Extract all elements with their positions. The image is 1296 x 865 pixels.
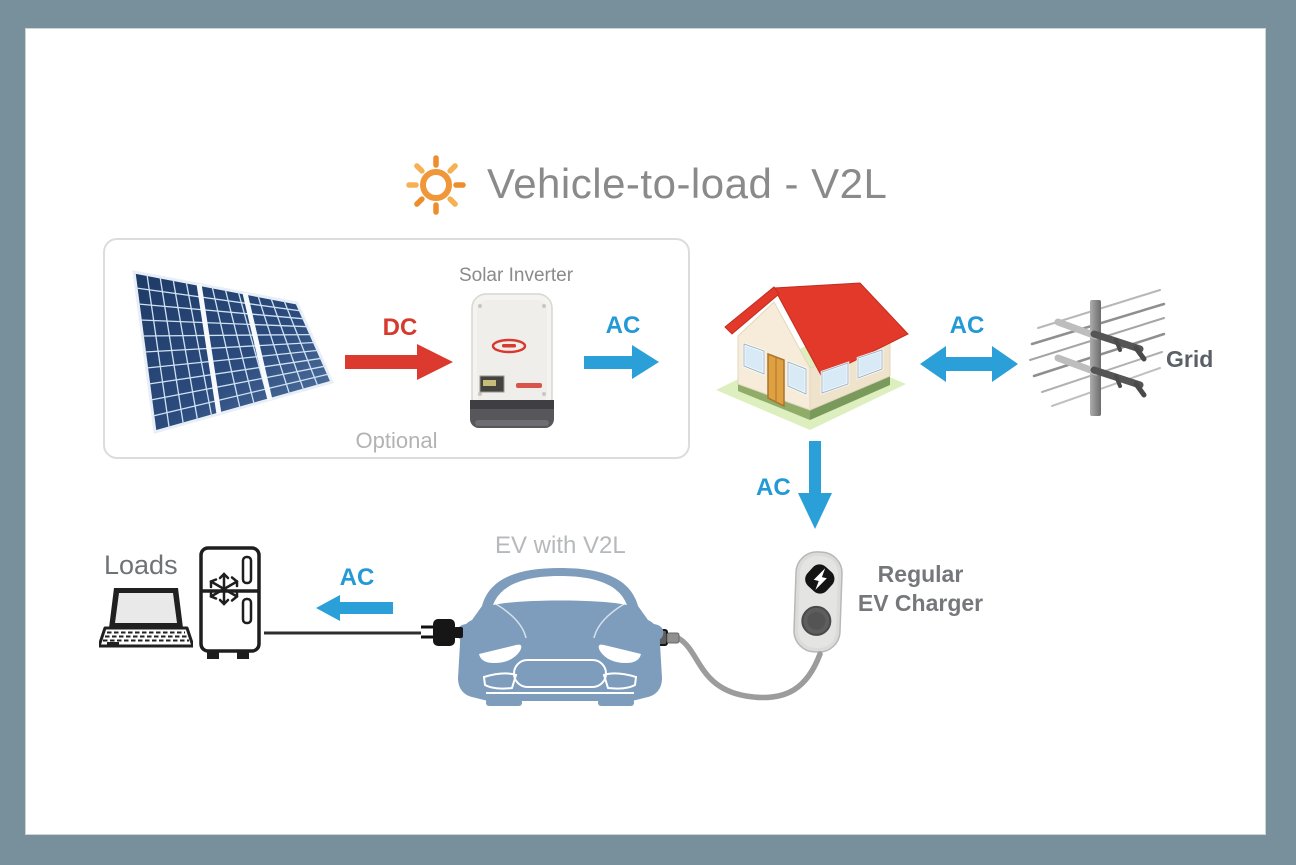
charger-label: Regular EV Charger	[843, 560, 998, 618]
ev-charger-icon	[793, 551, 843, 653]
fridge-icon	[199, 546, 261, 659]
ac-arrow-label-inverter: AC	[605, 312, 641, 339]
snowflake-icon	[209, 572, 239, 606]
solar-panel-icon	[132, 270, 335, 434]
page-title: Vehicle-to-load - V2L	[487, 160, 888, 207]
ac-arrow-label-grid: AC	[949, 312, 985, 339]
ac-arrow-icon-bidirectional	[920, 346, 1018, 382]
loads-label: Loads	[104, 550, 178, 580]
ev-car-icon	[456, 568, 664, 706]
optional-label: Optional	[355, 428, 438, 453]
optional-group-box	[103, 238, 690, 459]
ac-arrow-label-loads: AC	[339, 564, 375, 591]
ac-arrow-icon-left	[316, 595, 393, 621]
ev-label: EV with V2L	[495, 532, 626, 559]
solar-inverter-icon	[470, 293, 554, 428]
laptop-icon	[99, 588, 193, 648]
charging-cable	[653, 629, 823, 701]
grid-label: Grid	[1166, 346, 1214, 372]
charger-label-line2: EV Charger	[857, 590, 984, 616]
ac-arrow-icon-inverter	[584, 345, 659, 379]
house-icon	[716, 282, 909, 430]
power-grid-icon	[1029, 289, 1166, 416]
dc-arrow-label: DC	[382, 314, 418, 341]
ac-arrow-icon-down	[798, 441, 832, 529]
sun-icon	[406, 155, 466, 215]
dc-arrow-icon	[345, 344, 453, 380]
loads-plug-icon	[264, 619, 463, 646]
solar-inverter-label: Solar Inverter	[458, 265, 574, 286]
ac-arrow-label-charger: AC	[756, 474, 791, 501]
charger-label-line1: Regular	[877, 561, 964, 587]
